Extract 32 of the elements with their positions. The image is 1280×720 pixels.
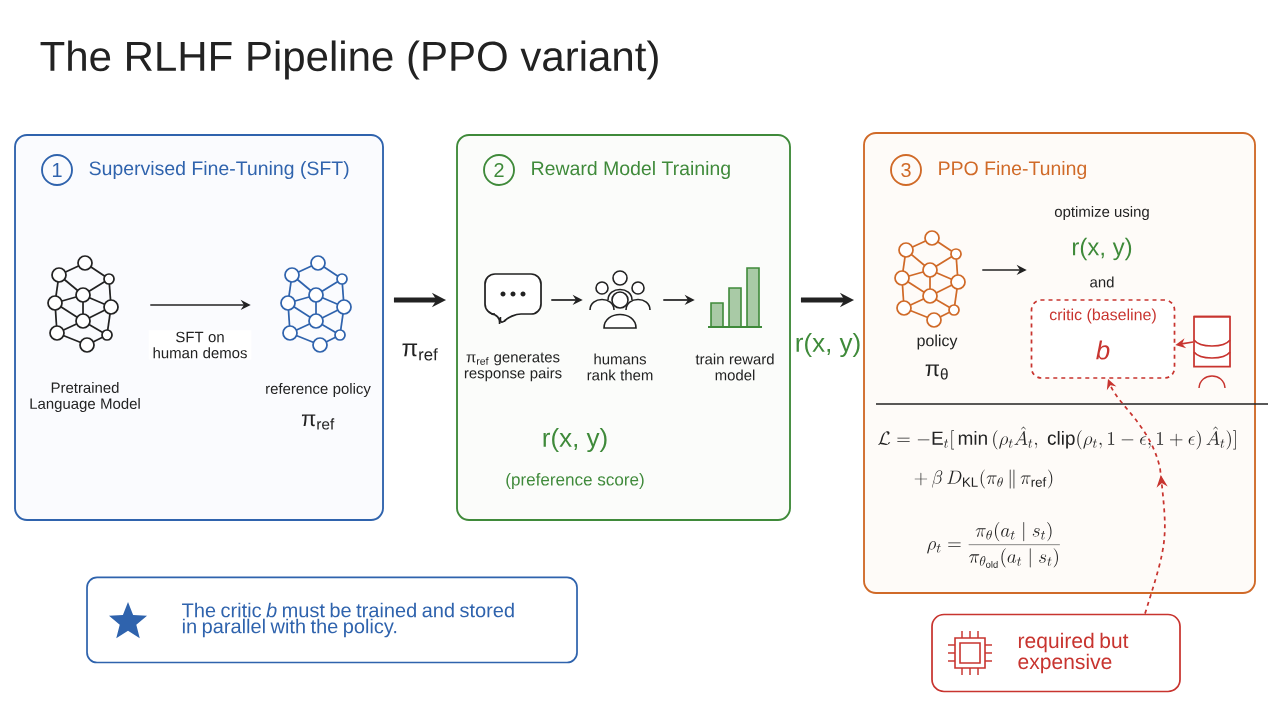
loss-formula: $+\,\beta\, D_{\mathrm{KL}}(\pi_\theta \,\|\, \pi_{\mathrm{ref}})$ bbox=[914, 469, 1053, 489]
step-number: 3 bbox=[890, 154, 922, 186]
step-number: 2 bbox=[483, 154, 515, 186]
panel-heading: Reward Model Training bbox=[532, 160, 730, 180]
symbol-text: π$_{ref}$ bbox=[301, 414, 335, 430]
edge-label: r(x, y) bbox=[793, 331, 863, 359]
caption-text: π$_{ref}$ generates response pairs bbox=[464, 352, 562, 382]
edge-label: π$_{ref}$ bbox=[400, 342, 440, 362]
score-text: r(x, y) bbox=[543, 427, 607, 453]
critic-symbol: b bbox=[1096, 340, 1110, 360]
caption-text: humans rank them bbox=[587, 353, 653, 381]
caption-text: reference policy bbox=[266, 383, 371, 397]
caption-text: and bbox=[1090, 276, 1114, 288]
title: The RLHF Pipeline (PPO variant) bbox=[40, 40, 658, 80]
ratio-formula: $\rho_t = \frac{\pi_\theta(a_t \mid s_t)}{\pi_{\theta_{\mathrm{old}}}(a_t \mid s_t)}$ bbox=[927, 522, 1060, 568]
note-text: required but expensive bbox=[1018, 632, 1129, 674]
caption-text: policy bbox=[917, 334, 958, 350]
reward-text: r(x, y) bbox=[1072, 237, 1132, 261]
database-icon bbox=[1193, 315, 1231, 389]
step-number: 1 bbox=[41, 154, 73, 186]
note-text: The critic b must be trained and stored in parallel with the policy. bbox=[182, 602, 514, 638]
caption-text: train reward model bbox=[695, 353, 774, 381]
critic-label: critic (baseline) bbox=[1049, 308, 1156, 324]
score-note: (preference score) bbox=[506, 473, 644, 489]
symbol-text: π$_{θ}$ bbox=[925, 364, 948, 380]
panel-heading: Supervised Fine-Tuning (SFT) bbox=[89, 160, 349, 180]
loss-formula: $\mathcal{L} = -\mathrm{E}_t\Big[\min\big(\rho_t\hat{A}_t,\ \mathrm{clip}(\rho_t, 1-\epsilon, 1+\epsilon)\,\hat{A}_t\big)\Big]$ bbox=[878, 426, 1236, 450]
caption-text: optimize using bbox=[1054, 206, 1149, 220]
panel-heading: PPO Fine-Tuning bbox=[939, 160, 1086, 180]
edge-label: SFT on human demos bbox=[148, 330, 252, 360]
dashed-box bbox=[1030, 299, 1176, 379]
caption-text: Pretrained Language Model bbox=[30, 382, 140, 412]
